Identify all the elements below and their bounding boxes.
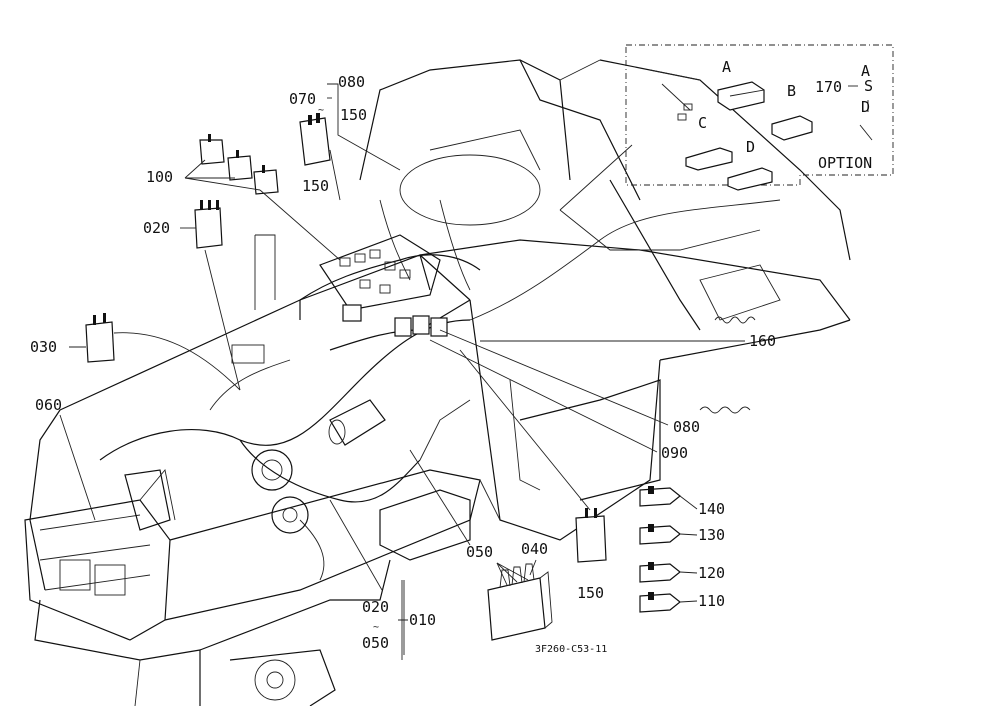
- callout-080-right: 080: [673, 418, 700, 436]
- tractor-outline: [24, 59, 851, 706]
- relay-150-bottom: [575, 508, 607, 563]
- blade-fuses: [639, 486, 681, 613]
- option-part-a-label: A: [722, 58, 731, 76]
- drawing-code: 3F260-C53-11: [535, 644, 607, 655]
- option-part-b-label: B: [787, 82, 796, 100]
- callout-150-bottom: 150: [577, 584, 604, 602]
- option-labels: A B C D 170 A S D OPTION: [698, 58, 873, 172]
- callout-020-bottom: 020: [362, 598, 389, 616]
- option-range-from: A: [861, 62, 870, 80]
- callout-labels: 080 070 150 150 100 020 030 060 160 080 …: [30, 73, 776, 655]
- option-title: OPTION: [818, 154, 872, 172]
- relay-030: [85, 313, 115, 363]
- starter-motor: [328, 399, 386, 446]
- option-range-ref: 170: [815, 78, 842, 96]
- option-inset: [625, 44, 894, 191]
- callout-030: 030: [30, 338, 57, 356]
- callout-150-mid: 150: [302, 177, 329, 195]
- callout-040: 040: [521, 540, 548, 558]
- callout-090: 090: [661, 444, 688, 462]
- callout-050: 050: [466, 543, 493, 561]
- callout-110: 110: [698, 592, 725, 610]
- relay-020: [194, 200, 223, 249]
- callout-010: 010: [409, 611, 436, 629]
- callout-140: 140: [698, 500, 725, 518]
- option-part-c-label: C: [698, 114, 707, 132]
- callout-120: 120: [698, 564, 725, 582]
- option-part-d-label: D: [746, 138, 755, 156]
- battery-block: [124, 344, 265, 531]
- callout-020: 020: [143, 219, 170, 237]
- fuse-box-cluster: [319, 234, 441, 311]
- leader-lines: [59, 83, 873, 660]
- callout-150-top: 150: [340, 106, 367, 124]
- wiring-harness: [99, 199, 781, 581]
- range-bracket: [398, 580, 408, 655]
- range-tilde-top: ~: [318, 105, 324, 116]
- callout-050-bottom: 050: [362, 634, 389, 652]
- option-range-to: D: [861, 98, 870, 116]
- relay-100: [199, 134, 279, 195]
- callout-160: 160: [749, 332, 776, 350]
- connector-070: [299, 113, 331, 166]
- callout-080-top: 080: [338, 73, 365, 91]
- callout-100: 100: [146, 168, 173, 186]
- callout-060: 060: [35, 396, 62, 414]
- callout-070: 070: [289, 90, 316, 108]
- option-range-sep: S: [864, 77, 873, 95]
- relay-cluster: [342, 304, 448, 337]
- fuse-block-040: [487, 563, 553, 641]
- callout-130: 130: [698, 526, 725, 544]
- alternator: [251, 449, 309, 534]
- range-tilde: ~: [373, 622, 379, 633]
